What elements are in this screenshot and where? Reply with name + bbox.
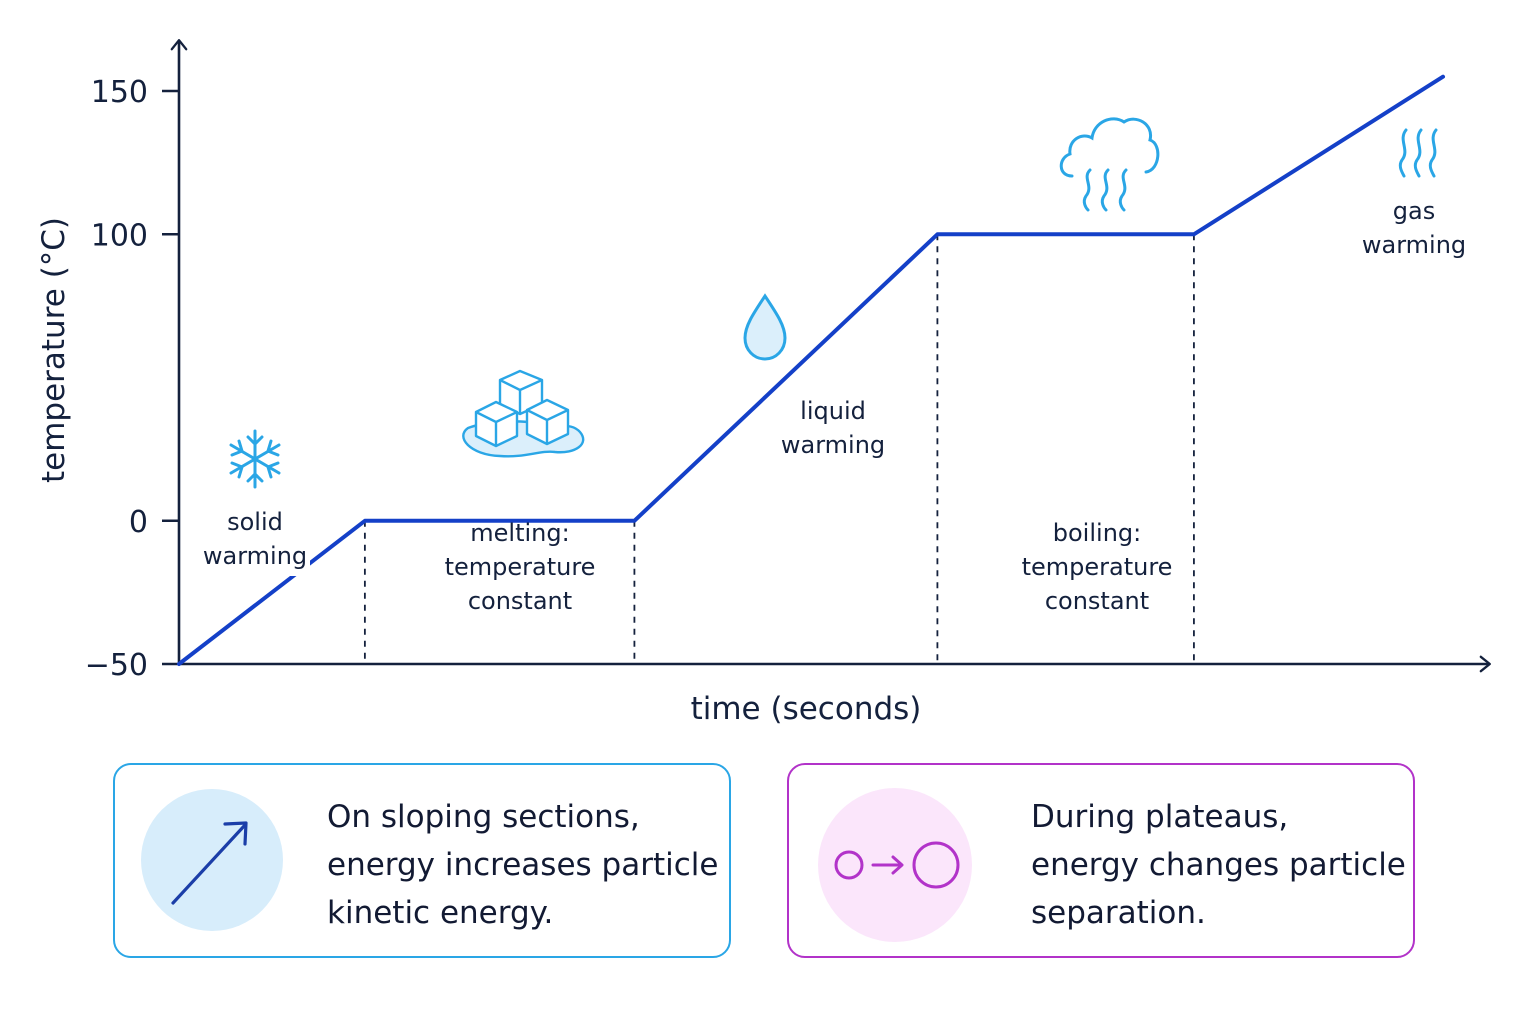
x-axis-label: time (seconds) <box>691 691 922 727</box>
y-tick-label: −50 <box>85 648 148 683</box>
arrow-up-right-icon <box>141 789 283 931</box>
boiling-label-line: temperature <box>1022 553 1173 581</box>
solid-label-line: warming <box>203 542 307 570</box>
particle-separation-card: During plateaus, energy changes particle… <box>787 763 1415 958</box>
heating-curve-line <box>177 74 1445 666</box>
y-axis-label: temperature (°C) <box>36 217 72 483</box>
boiling-label-line: constant <box>1045 587 1149 615</box>
y-tick-label: 100 <box>91 218 148 253</box>
liquid-label-line: liquid <box>800 397 866 425</box>
steam-cloud-icon <box>1059 117 1160 212</box>
gas-label-line: gas <box>1393 197 1435 225</box>
ice-cubes-icon <box>462 369 585 458</box>
y-ticks: −50 0 100 150 <box>85 75 179 683</box>
water-drop-icon <box>743 293 787 361</box>
y-tick-label: 0 <box>129 505 148 540</box>
boiling-label-line: boiling: <box>1053 519 1141 547</box>
solid-label-line: solid <box>227 508 283 536</box>
melting-label-line: temperature <box>445 553 596 581</box>
phase-labels: solid warming melting: temperature constant l… <box>198 197 1466 615</box>
particle-separation-text: During plateaus, energy changes particle… <box>1031 799 1406 931</box>
particle-expansion-icon <box>818 788 972 942</box>
label-backdrop <box>198 504 310 576</box>
liquid-label-line: warming <box>781 431 885 459</box>
heating-curve-chart: −50 0 100 150 temperature (°C) time (second… <box>36 39 1491 727</box>
snowflake-icon <box>229 429 281 489</box>
vapor-icon <box>1398 128 1438 178</box>
kinetic-energy-card: On sloping sections, energy increases pa… <box>113 763 731 958</box>
y-tick-label: 150 <box>91 75 148 110</box>
gas-label-line: warming <box>1362 231 1466 259</box>
melting-label-line: constant <box>468 587 572 615</box>
melting-label-line: melting: <box>470 519 569 547</box>
kinetic-energy-text: On sloping sections, energy increases pa… <box>327 799 719 931</box>
